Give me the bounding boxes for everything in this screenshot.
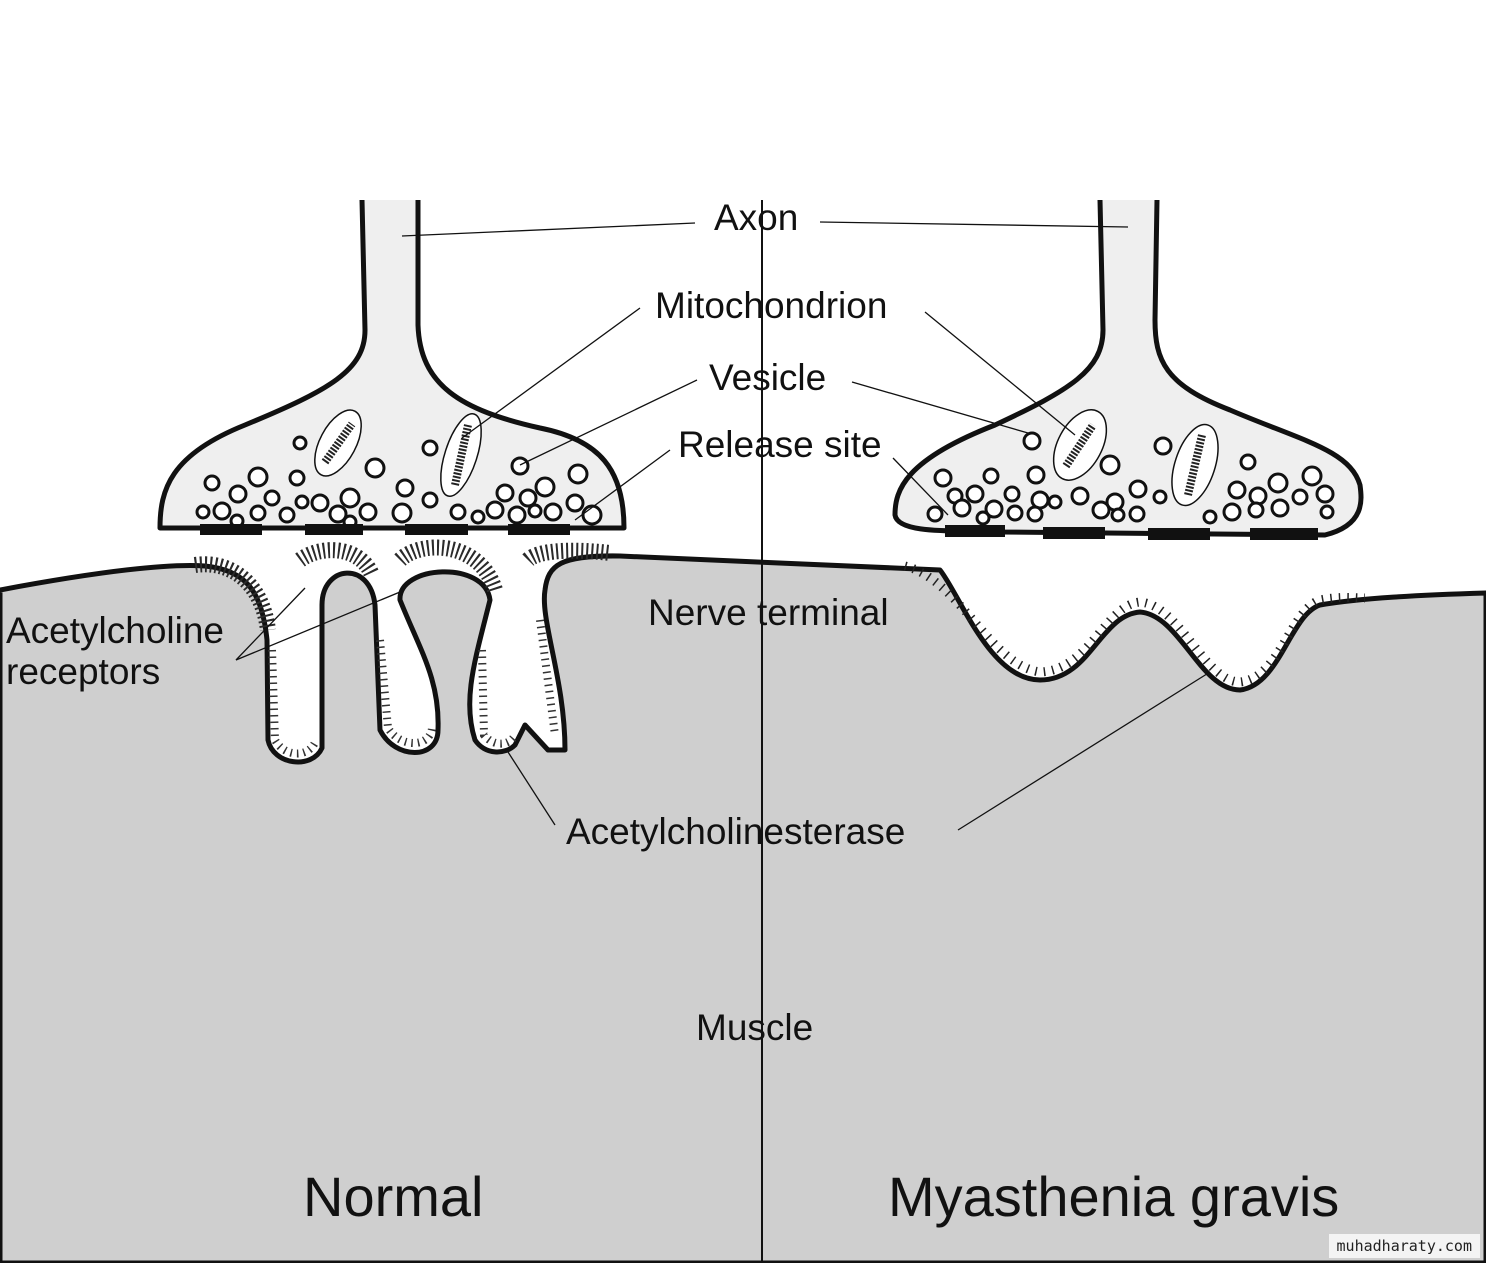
vesicle-circle (984, 499, 1004, 519)
vesicle-circle (1006, 504, 1024, 522)
vesicle-circle (975, 510, 991, 526)
vesicle-circle (1099, 454, 1121, 476)
vesicle-circle (534, 476, 556, 498)
vesicle-circle (421, 439, 439, 457)
vesicle-circle (1239, 453, 1257, 471)
vesicle-circle (1153, 436, 1173, 456)
vesicle-circle (328, 504, 348, 524)
vesicle-circle (1091, 500, 1111, 520)
watermark: muhadharaty.com (1328, 1234, 1480, 1258)
label-ach-receptors-line2: receptors (6, 651, 160, 692)
vesicle-circle (982, 467, 1000, 485)
vesicle-circle (421, 491, 439, 509)
vesicle-circle (495, 483, 515, 503)
mitochondria-mg (1052, 409, 1219, 507)
label-ach-receptors-line1: Acetylcholine (6, 610, 224, 651)
vesicle-circle (364, 457, 386, 479)
vesicle-circle (395, 478, 415, 498)
vesicle-circle (1110, 507, 1126, 523)
receptor-stipple-mg (903, 561, 1366, 687)
vesicle-circle (310, 493, 330, 513)
vesicle-circle (1202, 509, 1218, 525)
release-sites-normal (200, 524, 570, 535)
label-acetylcholinesterase: Acetylcholinesterase (566, 811, 905, 852)
vesicles-normal (195, 435, 603, 530)
vesicle-circle (249, 504, 267, 522)
vesicle-circle (247, 466, 269, 488)
mitochondria-normal (314, 409, 482, 497)
vesicle-circle (278, 506, 296, 524)
label-muscle: Muscle (696, 1007, 813, 1048)
vesicle-circle (391, 502, 413, 524)
label-vesicle: Vesicle (709, 357, 826, 398)
vesicle-circle (449, 503, 467, 521)
vesicle-circle (228, 484, 248, 504)
vesicle-circle (1301, 465, 1323, 487)
vesicle-circle (567, 463, 589, 485)
vesicle-circle (195, 504, 211, 520)
vesicle-circle (1152, 489, 1168, 505)
label-nerve-terminal: Nerve terminal (648, 592, 889, 633)
label-axon: Axon (714, 197, 798, 238)
vesicle-circle (518, 488, 538, 508)
vesicle-circle (1022, 431, 1042, 451)
vesicle-circle (1270, 498, 1290, 518)
vesicle-circle (294, 494, 310, 510)
vesicle-circle (485, 500, 505, 520)
vesicle-circle (292, 435, 308, 451)
vesicle-circle (288, 469, 306, 487)
vesicle-circle (1128, 479, 1148, 499)
vesicle-circle (926, 505, 944, 523)
vesicle-circle (581, 504, 603, 526)
nerve-terminal-mg (892, 199, 1364, 538)
vesicle-circle (339, 487, 361, 509)
esterase-stipple-normal (268, 619, 559, 758)
label-mitochondrion: Mitochondrion (655, 285, 887, 326)
panel-title-normal: Normal (303, 1165, 483, 1228)
vesicle-circle (1026, 465, 1046, 485)
leader-lines (235, 221, 1211, 831)
vesicle-circle (933, 468, 953, 488)
receptor-stipple-normal (193, 539, 611, 632)
vesicle-circle (263, 489, 281, 507)
label-release-site: Release site (678, 424, 882, 465)
vesicle-circle (527, 503, 543, 519)
vesicle-circle (1227, 480, 1247, 500)
vesicle-circle (510, 456, 530, 476)
vesicle-circle (1315, 484, 1335, 504)
panel-title-myasthenia-gravis: Myasthenia gravis (888, 1165, 1339, 1228)
vesicle-circle (1267, 472, 1289, 494)
muscle-region (0, 553, 1486, 1263)
vesicle-circle (470, 509, 486, 525)
vesicle-circle (212, 501, 232, 521)
vesicle-circle (358, 502, 378, 522)
vesicle-circle (1247, 501, 1265, 519)
vesicle-circle (1248, 486, 1268, 506)
vesicle-circle (1291, 488, 1309, 506)
vesicle-circle (1026, 505, 1044, 523)
vesicle-circle (1128, 505, 1146, 523)
vesicle-circle (1047, 494, 1063, 510)
vesicle-circle (965, 484, 985, 504)
vesicles-mg (926, 431, 1335, 526)
vesicle-circle (952, 498, 972, 518)
vesicle-circle (565, 493, 585, 513)
vesicle-circle (543, 502, 563, 522)
vesicle-circle (203, 474, 221, 492)
vesicle-circle (1070, 486, 1090, 506)
vesicle-circle (507, 505, 527, 525)
release-sites-mg (945, 525, 1318, 540)
nerve-terminal-normal (157, 199, 627, 531)
vesicle-circle (1319, 504, 1335, 520)
vesicle-circle (1222, 502, 1242, 522)
vesicle-circle (1003, 485, 1021, 503)
